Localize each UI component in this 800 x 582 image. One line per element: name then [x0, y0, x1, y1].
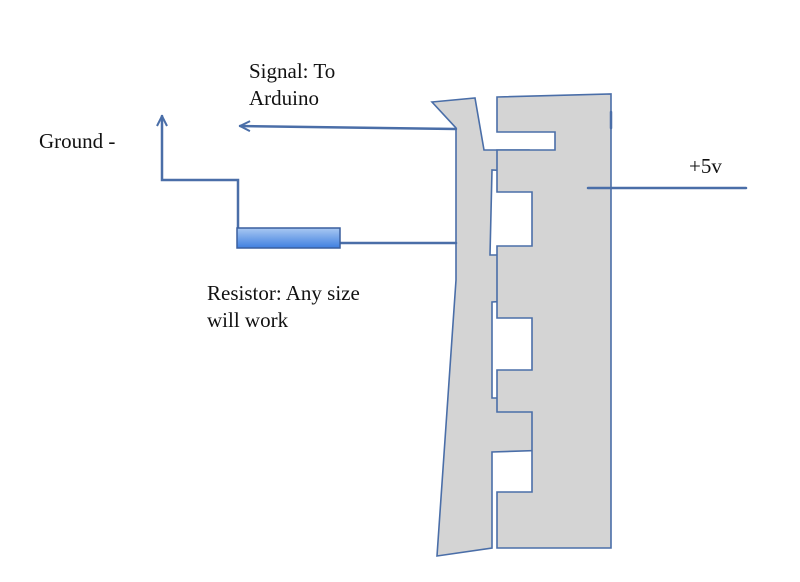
resistor-label-line2: will work: [207, 308, 289, 332]
resistor-label-line1: Resistor: Any size: [207, 281, 360, 305]
signal-wire: [238, 126, 458, 129]
signal-label-line1: Signal: To: [249, 59, 336, 83]
plus5v-label: +5v: [689, 154, 722, 178]
signal-label-line2: Arduino: [249, 86, 319, 110]
ground-wire: [162, 114, 342, 245]
right-sensor-plate: [496, 93, 612, 549]
ground-label: Ground -: [39, 129, 116, 153]
resistor: [236, 227, 341, 249]
